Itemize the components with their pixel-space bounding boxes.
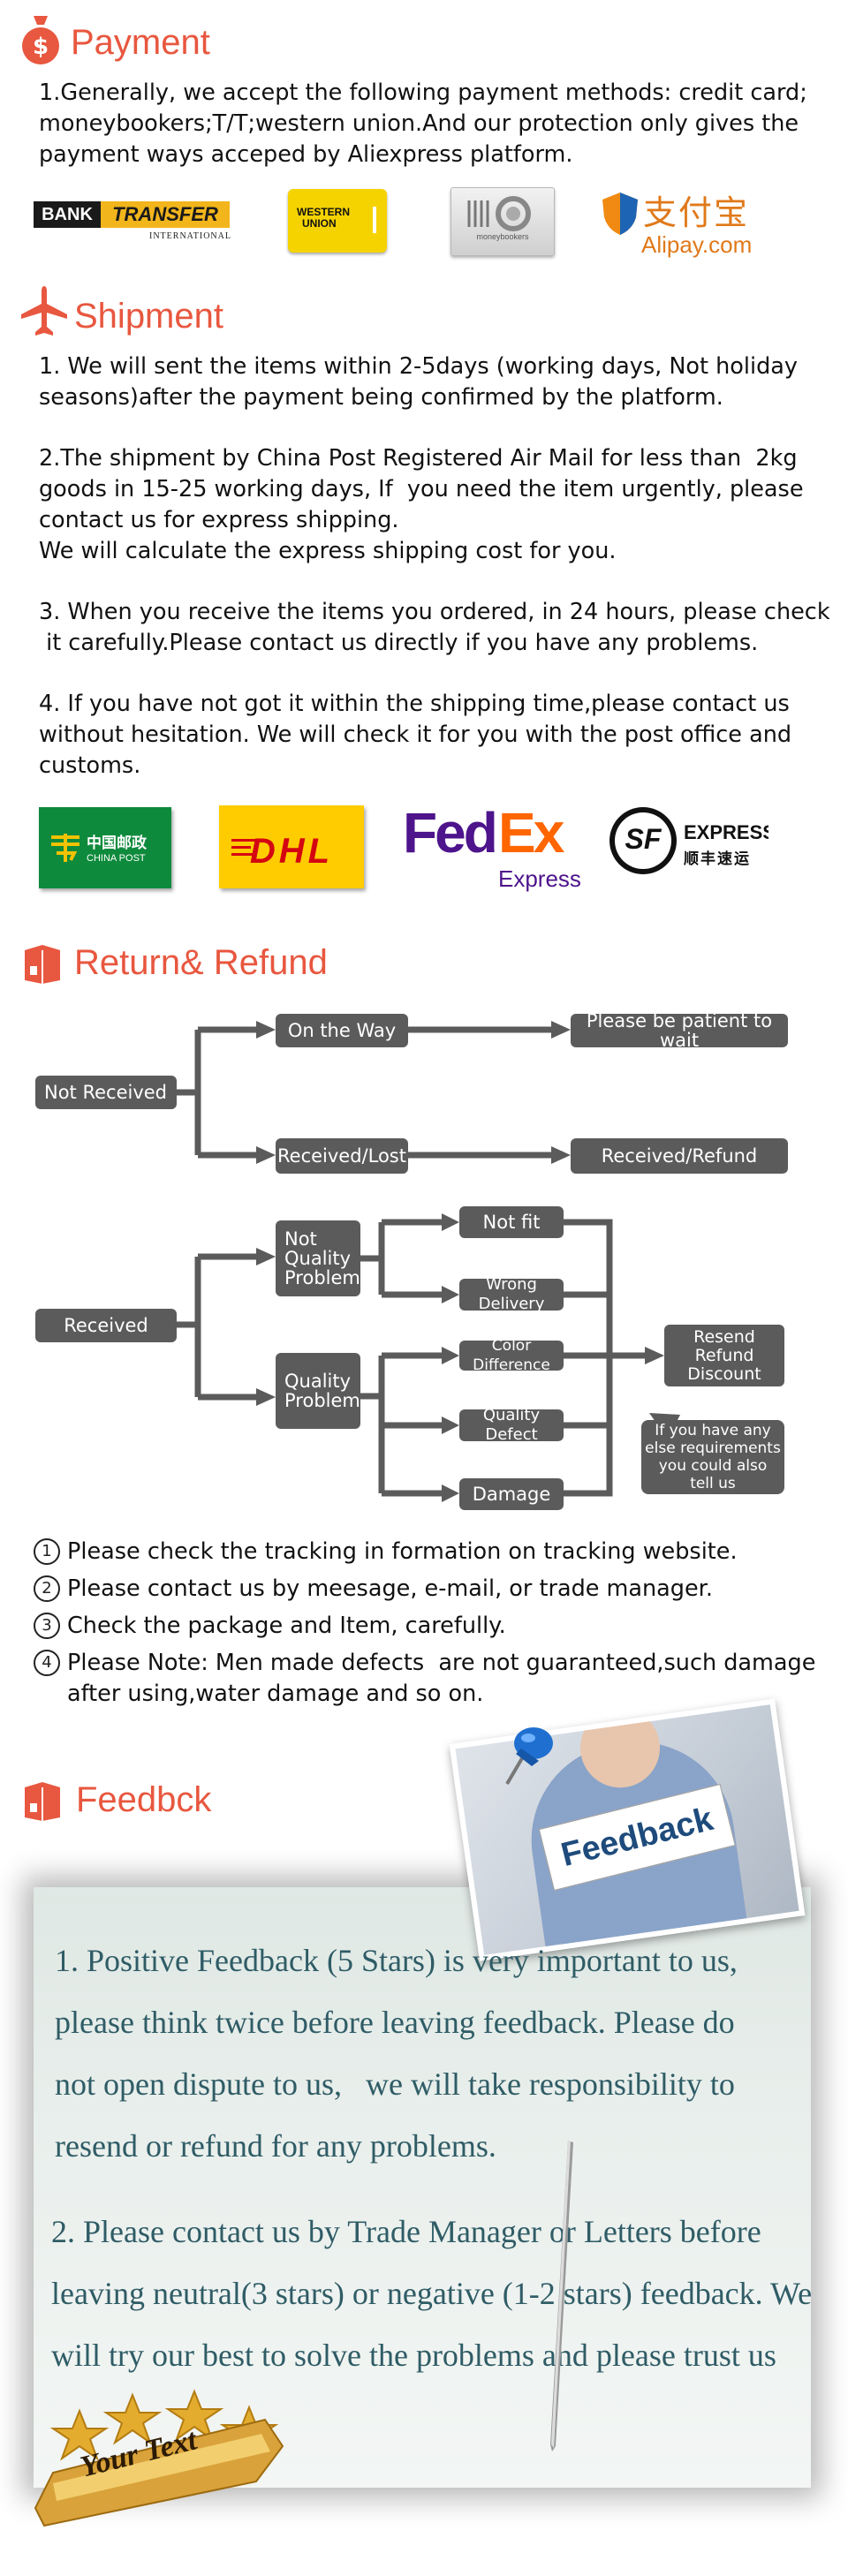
note-number: 4 xyxy=(34,1650,60,1676)
note-item: Please check the tracking in formation o… xyxy=(67,1538,738,1565)
dhl-label: DHL xyxy=(249,832,334,871)
moneybookers-logo: moneybookers xyxy=(450,187,555,256)
refund-title: Return& Refund xyxy=(74,943,328,982)
note-number: 2 xyxy=(34,1575,60,1602)
note-number: 3 xyxy=(34,1613,60,1639)
shipment-p4: 4. If you have not got it within the shi… xyxy=(39,691,792,779)
western-label: WESTERN xyxy=(297,206,350,218)
moneybookers-label: moneybookers xyxy=(476,232,529,241)
payment-text: 1.Generally, we accept the following pay… xyxy=(39,79,807,168)
shipment-p1: 1. We will sent the items within 2-5days… xyxy=(39,353,798,411)
not-quality-box: Not Quality Problem xyxy=(276,1220,360,1296)
union-label: UNION xyxy=(302,217,337,230)
china-post-label: CHINA POST xyxy=(87,853,146,864)
china-post-cn-label: 中国邮政 xyxy=(87,835,147,852)
box-icon xyxy=(21,941,64,986)
alipay-logo: 支付宝 Alipay.com xyxy=(601,185,777,260)
sf-mark-label: SF xyxy=(625,823,662,855)
fedex-express-label: Express xyxy=(498,865,581,892)
sf-express-label: EXPRESS xyxy=(684,821,768,843)
resend-box: Resend Refund Discount xyxy=(664,1325,784,1386)
note-number: 1 xyxy=(34,1538,60,1565)
china-post-logo: 中国邮政 CHINA POST xyxy=(39,807,171,888)
shield-icon xyxy=(602,193,638,235)
pen-icon xyxy=(543,2137,579,2455)
payment-title: Payment xyxy=(71,23,210,62)
received-refund-box: Received/Refund xyxy=(571,1138,788,1174)
money-bag-icon: $ xyxy=(19,12,62,65)
post-mark-icon xyxy=(51,834,80,862)
any-else-box: If you have any else requirements you co… xyxy=(641,1420,784,1494)
fedex-ex-label: Ex xyxy=(498,801,564,865)
dhl-logo: DHL xyxy=(219,805,364,888)
damage-box: Damage xyxy=(459,1478,564,1510)
bank-label: BANK xyxy=(34,201,101,228)
sf-express-logo: SF EXPRESS 顺丰速运 xyxy=(610,805,768,881)
airplane-icon xyxy=(19,284,69,337)
be-patient-box: Please be patient to wait xyxy=(571,1011,788,1050)
note-item: Check the package and Item, carefully. xyxy=(67,1613,506,1639)
note-item: Please contact us by meesage, e-mail, or… xyxy=(67,1575,713,1602)
feedback-card xyxy=(34,1887,811,2488)
shipment-p3: 3. When you receive the items you ordere… xyxy=(39,599,830,656)
flowchart-connectors xyxy=(177,1021,680,1502)
not-fit-box: Not fit xyxy=(459,1206,564,1238)
transfer-label: TRANSFER xyxy=(101,201,230,228)
alipay-label: Alipay.com xyxy=(641,231,753,258)
shipment-p2: 2.The shipment by China Post Registered … xyxy=(39,445,804,564)
quality-defect-box: Quality Defect xyxy=(459,1406,564,1444)
color-difference-box: Color Difference xyxy=(459,1337,564,1374)
shipment-title: Shipment xyxy=(74,297,223,336)
svg-text:$: $ xyxy=(33,34,49,60)
note-item: Please Note: Men made defects are not gu… xyxy=(67,1650,816,1707)
western-union-logo: WESTERN UNION xyxy=(288,189,387,253)
bank-transfer-logo: BANK TRANSFER INTERNATIONAL xyxy=(34,200,231,249)
quality-box: Quality Problem xyxy=(276,1353,360,1429)
feedback-p1: 1. Positive Feedback (5 Stars) is very i… xyxy=(55,1943,738,2164)
feedback-title: Feedbck xyxy=(76,1780,212,1819)
wrong-delivery-box: Wrong Delivery xyxy=(459,1275,564,1313)
feedback-p2: 2. Please contact us by Trade Manager or… xyxy=(51,2214,813,2373)
gold-star-badge: Your Text xyxy=(18,2384,300,2534)
fedex-fed-label: Fed xyxy=(403,801,498,865)
on-the-way-box: On the Way xyxy=(276,1014,408,1047)
received-box: Received xyxy=(35,1309,177,1342)
sf-cn-label: 顺丰速运 xyxy=(684,850,751,868)
international-label: INTERNATIONAL xyxy=(149,231,231,241)
received-lost-box: Received/Lost xyxy=(276,1138,408,1174)
fedex-logo: Fed Ex Express xyxy=(403,800,597,897)
not-received-box: Not Received xyxy=(35,1076,177,1109)
alipay-cn-label: 支付宝 xyxy=(643,193,750,232)
pushpin-icon xyxy=(498,1722,560,1793)
box-icon xyxy=(21,1779,64,1823)
